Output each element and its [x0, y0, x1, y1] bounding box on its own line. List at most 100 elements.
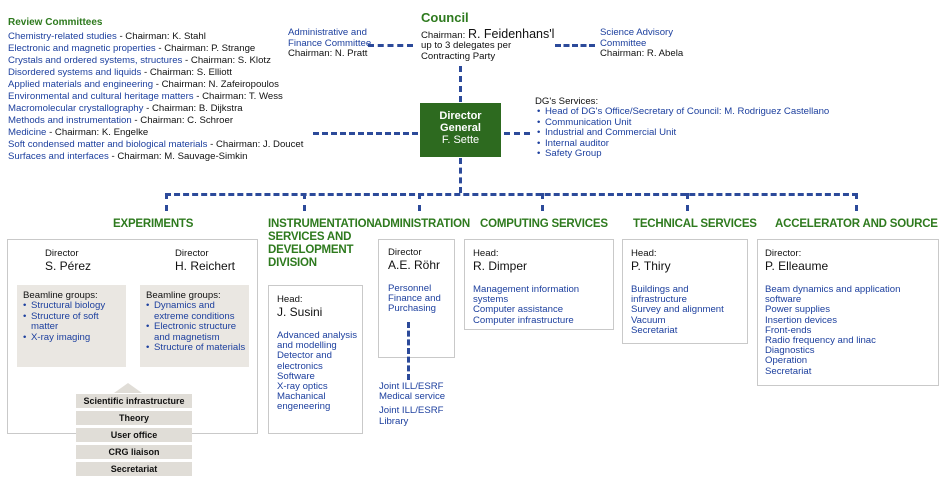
administration-item: Finance and [388, 293, 441, 305]
technical-item: Vacuum [631, 314, 666, 326]
review-committee-topic: Applied materials and engineering [8, 79, 154, 90]
review-committees-title: Review Committees [8, 17, 103, 28]
joint-item: Library [379, 415, 409, 427]
technical-role: Head: [631, 248, 657, 259]
instrumentation-title: INSTRUMENTATION SERVICES AND DEVELOPMENT… [268, 218, 375, 270]
connector-admin-joint [407, 322, 410, 380]
dg-service-item: Industrial and Commercial Unit [537, 127, 829, 139]
computing-item: Management information systems [473, 284, 580, 306]
dg-services-list: Head of DG's Office/Secretary of Council… [535, 106, 829, 160]
review-committee-topic: Methods and instrumentation [8, 115, 132, 126]
review-committee-item: Disordered systems and liquids - Chairma… [8, 67, 232, 78]
connector-council-science [555, 44, 595, 47]
dg-service-item: Safety Group [537, 148, 829, 160]
computing-list: Management information systems Computer … [473, 284, 613, 326]
dg-line2: General [440, 122, 481, 134]
admin-finance-chair: Chairman: N. Pratt [288, 48, 368, 60]
technical-title: TECHNICAL SERVICES [633, 218, 757, 230]
council-title: Council [421, 10, 469, 25]
computing-name: R. Dimper [473, 259, 528, 273]
joint-item: Medical service [379, 391, 446, 403]
review-committee-chair: - Chairman: M. Sauvage-Simkin [108, 151, 248, 162]
instrumentation-item: electronics [277, 360, 323, 372]
administration-item: Purchasing [388, 303, 436, 315]
experiments-title: EXPERIMENTS [113, 218, 194, 230]
accelerator-item: Insertion devices [765, 314, 837, 326]
instrumentation-item: Detector and [277, 350, 332, 362]
technical-box: Head: P. Thiry Buildings and infrastruct… [622, 239, 748, 344]
review-committee-topic: Environmental and cultural heritage matt… [8, 91, 194, 102]
science-advisory-chair: Chairman: R. Abela [600, 48, 684, 60]
instrumentation-role: Head: [277, 294, 303, 305]
connector-administration [418, 193, 421, 211]
connector-rc-dg [313, 132, 418, 135]
administration-item: Personnel [388, 283, 432, 294]
council-chair-name: R. Feidenhans'l [467, 27, 555, 41]
council-line3: Contracting Party [421, 50, 496, 62]
support-item-user-office: User office [76, 428, 192, 442]
accelerator-box: Director: P. Elleaume Beam dynamics and … [757, 239, 939, 386]
connector-admin-council [368, 44, 413, 47]
dg-service-item: Head of DG's Office/Secretary of Council… [537, 106, 829, 118]
accelerator-item: Front-ends [765, 324, 812, 336]
review-committee-item: Chemistry-related studies - Chairman: K.… [8, 31, 206, 42]
joint-item: Joint ILL/ESRF [379, 405, 444, 417]
instrumentation-title-l4: DIVISION [268, 257, 317, 269]
technical-item: Buildings and infrastructure [631, 284, 689, 306]
technical-item: Survey and alignment [631, 304, 724, 316]
instrumentation-title-l1: INSTRUMENTATION [268, 218, 375, 230]
review-committee-item: Soft condensed matter and biological mat… [8, 139, 303, 150]
review-committee-topic: Medicine [8, 127, 47, 138]
instrumentation-title-l3: DEVELOPMENT [268, 244, 354, 256]
administration-list: Personnel Finance and Purchasing [388, 283, 454, 315]
administration-box: Director A.E. Röhr Personnel Finance and… [378, 239, 455, 358]
review-committee-chair: - Chairman: J. Doucet [207, 139, 304, 150]
council-delegates: up to 3 delegates per Contracting Party [421, 40, 512, 62]
dg-line1: Director [439, 110, 482, 122]
technical-item: Secretariat [631, 324, 678, 336]
connector-accelerator [855, 193, 858, 211]
instrumentation-item: engeneering [277, 401, 331, 413]
experiments-right-name: H. Reichert [175, 259, 236, 273]
instrumentation-item: X-ray optics [277, 381, 328, 393]
computing-item: Computer infrastructure [473, 314, 574, 326]
support-item-secretariat: Secretariat [76, 462, 192, 476]
accelerator-item: Beam dynamics and application software [765, 284, 901, 306]
review-committee-chair: - Chairman: P. Strange [155, 43, 256, 54]
beamline-group-item: Structure of materials [146, 342, 246, 354]
council-chair-label: Chairman: [421, 30, 466, 41]
beamline-group-item: Electronic structure and magnetism [146, 321, 246, 343]
science-advisory-line1: Science Advisory [600, 27, 674, 38]
support-item-theory: Theory [76, 411, 192, 425]
instrumentation-item: and modelling [277, 340, 337, 352]
support-arrow [114, 383, 142, 393]
dg-name: F. Sette [441, 134, 480, 146]
beamline-group-item: X-ray imaging [23, 332, 126, 344]
review-committee-item: Methods and instrumentation - Chairman: … [8, 115, 233, 126]
beamline-groups-right-list: Dynamics and extreme conditions Electron… [146, 300, 246, 354]
support-item-scientific-infrastructure: Scientific infrastructure [76, 394, 192, 408]
administration-role: Director [388, 247, 422, 258]
connector-dg-services [504, 132, 530, 135]
review-committee-topic: Soft condensed matter and biological mat… [8, 139, 208, 150]
review-committee-item: Environmental and cultural heritage matt… [8, 91, 283, 102]
connector-council-dg [459, 66, 462, 102]
review-committee-chair: - Chairman: S. Elliott [141, 67, 232, 78]
experiments-right-director: Director H. Reichert [175, 248, 235, 273]
instrumentation-item: Advanced analysis [277, 330, 357, 341]
computing-item: Computer assistance [473, 304, 564, 316]
connector-technical [686, 193, 689, 211]
review-committee-item: Surfaces and interfaces - Chairman: M. S… [8, 151, 247, 162]
beamline-groups-left-list: Structural biology Structure of soft mat… [23, 300, 126, 344]
beamline-groups-right: Beamline groups: Dynamics and extreme co… [140, 285, 249, 367]
council-line2: up to 3 delegates per [421, 40, 512, 51]
experiments-left-name: S. Pérez [45, 259, 92, 273]
computing-box: Head: R. Dimper Management information s… [464, 239, 614, 330]
accelerator-role: Director: [765, 248, 802, 259]
review-committee-item: Crystals and ordered systems, structures… [8, 55, 271, 66]
review-committee-topic: Macromolecular crystallography [8, 103, 144, 114]
admin-finance-line1: Administrative and [288, 27, 367, 38]
instrumentation-item: Machanical [277, 391, 326, 403]
review-committee-item: Medicine - Chairman: K. Engelke [8, 127, 148, 138]
technical-list: Buildings and infrastructure Survey and … [631, 284, 747, 336]
